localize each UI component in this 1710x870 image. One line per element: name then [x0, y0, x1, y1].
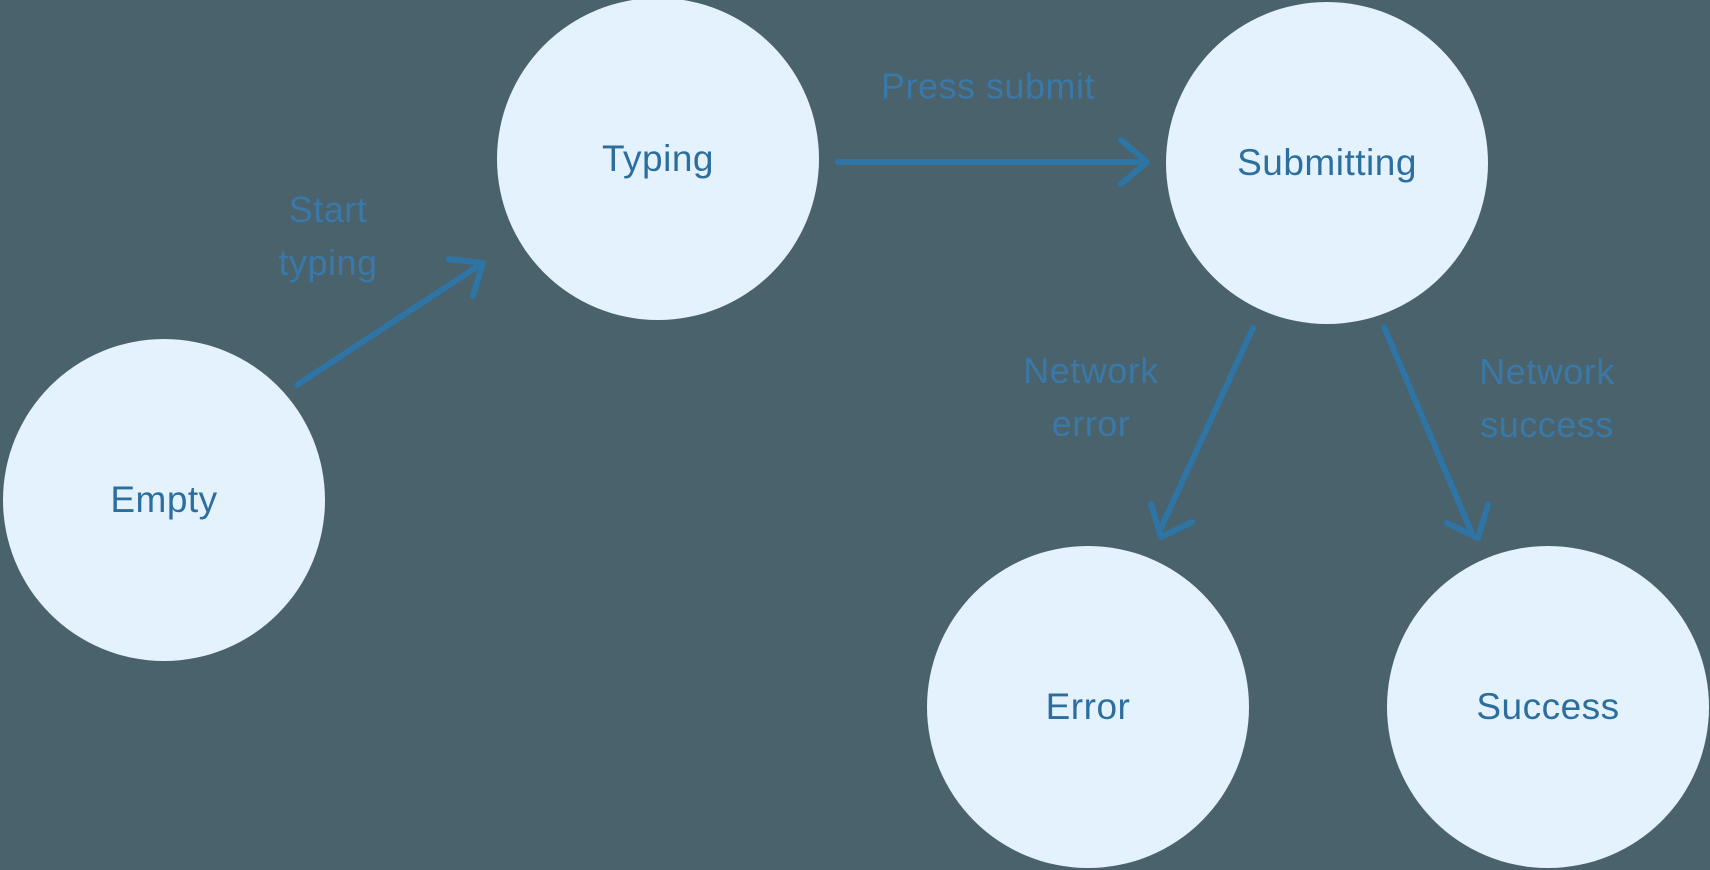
arrow-typing-to-submitting [835, 137, 1150, 187]
state-node-success: Success [1387, 546, 1709, 868]
arrowhead-icon [1148, 501, 1195, 540]
state-label-success: Success [1476, 686, 1620, 727]
edge-label-network-success: Network success [1479, 351, 1615, 445]
edge-label-press-submit: Press submit [880, 65, 1096, 107]
edge-label-start-typing: Start typing [278, 189, 378, 283]
arrowhead-icon [446, 256, 486, 299]
arrowhead-icon [1444, 502, 1491, 541]
state-node-empty: Empty [3, 339, 325, 661]
state-node-error: Error [927, 546, 1249, 868]
state-node-submitting: Submitting [1166, 2, 1488, 324]
state-label-submitting: Submitting [1237, 142, 1417, 183]
state-label-error: Error [1045, 686, 1131, 727]
state-label-empty: Empty [110, 479, 218, 520]
state-label-typing: Typing [601, 138, 714, 179]
arrowhead-icon [1118, 137, 1150, 187]
state-node-typing: Typing [497, 0, 819, 320]
edge-label-network-error: Network error [1023, 350, 1159, 444]
